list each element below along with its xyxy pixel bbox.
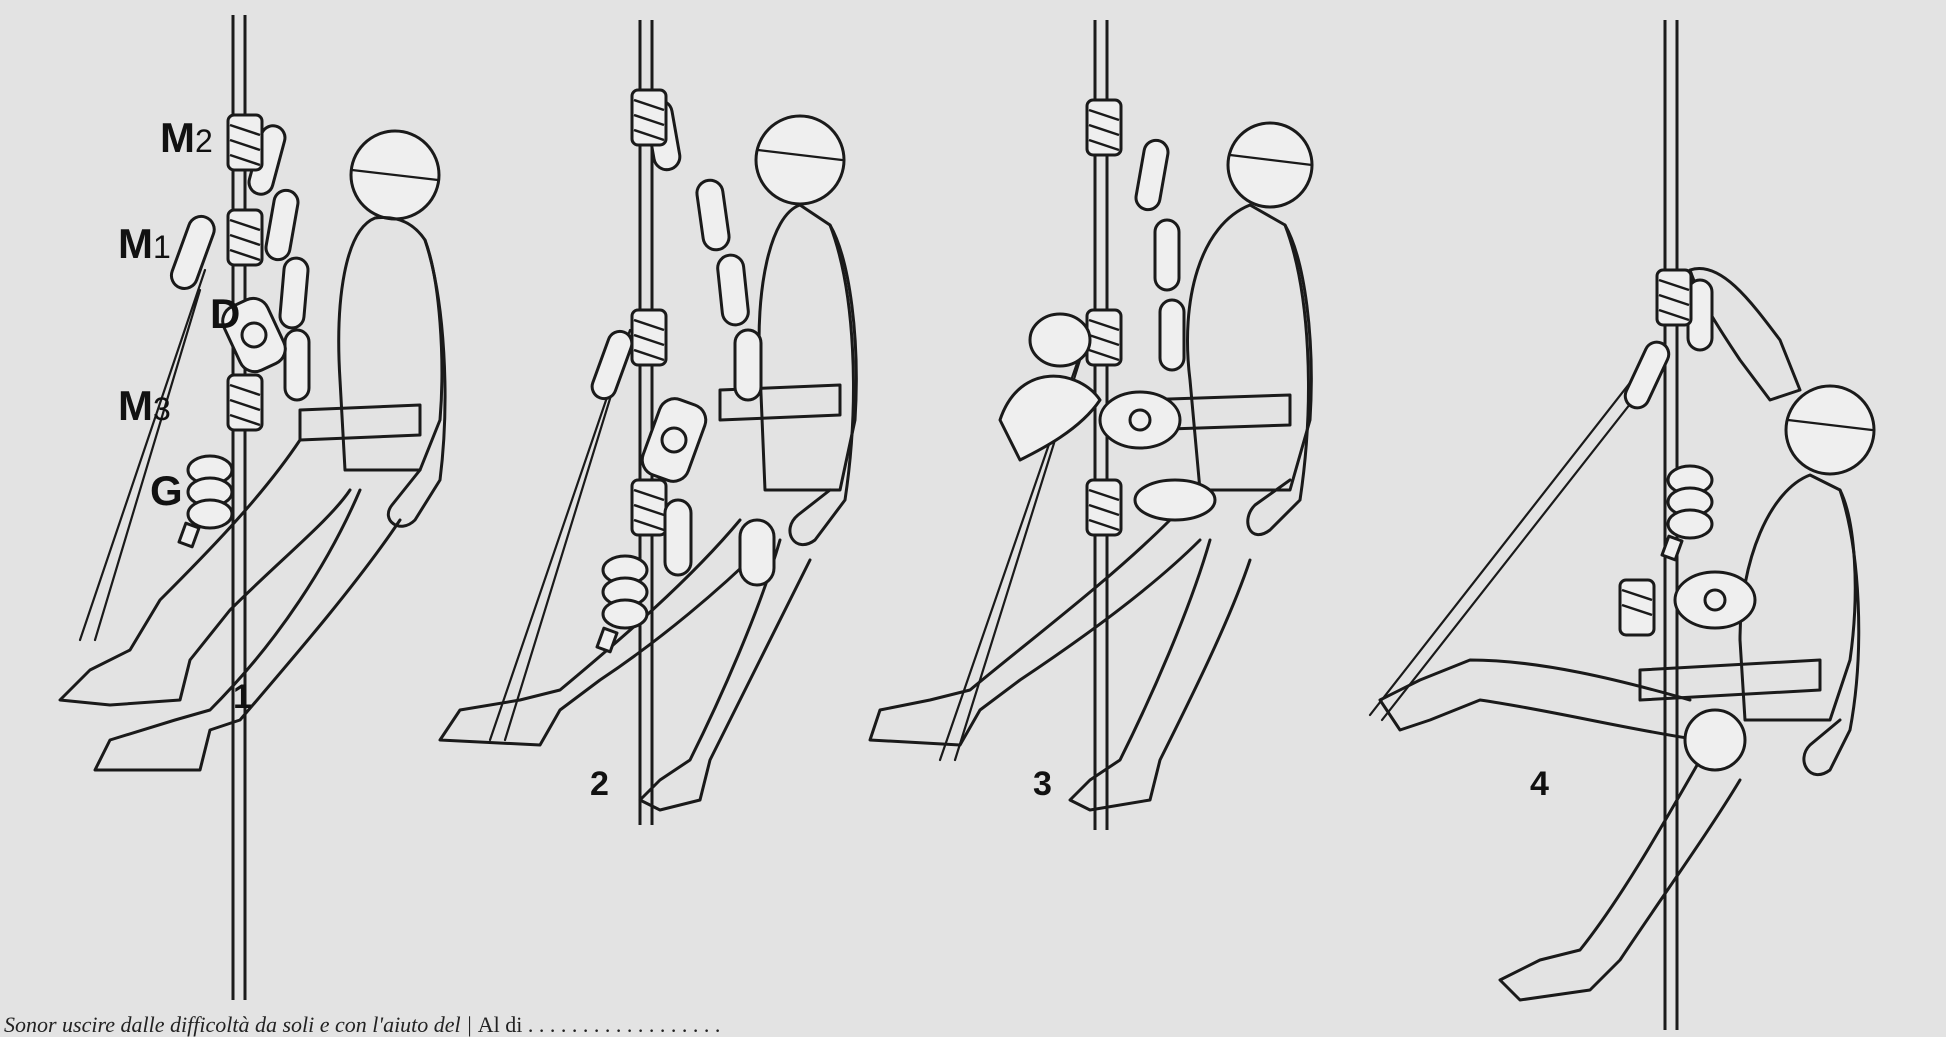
descender-3 bbox=[1000, 376, 1180, 460]
carabiner-chain-3 bbox=[1134, 138, 1184, 370]
knot-3-top bbox=[1087, 100, 1121, 155]
figure-number-2: 2 bbox=[590, 765, 609, 803]
arm-3 bbox=[1248, 225, 1309, 535]
torso-2 bbox=[759, 205, 856, 490]
figure-number-4: 4 bbox=[1530, 765, 1549, 803]
caption: Sonor uscire dalle difficoltà da soli e … bbox=[4, 1012, 1304, 1037]
figure-number-1: 1 bbox=[233, 678, 252, 716]
descender-2 bbox=[638, 394, 710, 486]
leg-3a bbox=[870, 520, 1200, 745]
caption-right: Al di . . . . . . . . . . . . . . . . . … bbox=[478, 1012, 721, 1037]
arm-4 bbox=[1804, 490, 1859, 775]
figure-1: M2 M1 D M3 G 1 bbox=[60, 15, 445, 1000]
leg-2b bbox=[640, 540, 810, 810]
torso-1 bbox=[339, 217, 442, 470]
label-d: D bbox=[210, 290, 240, 337]
knot-3-low bbox=[1087, 480, 1215, 535]
m2-knot bbox=[228, 115, 262, 170]
leg-3b bbox=[1070, 540, 1250, 810]
head-2 bbox=[756, 116, 844, 204]
figure-4: 4 bbox=[1370, 20, 1874, 1030]
foot-sling-1 bbox=[80, 270, 205, 640]
label-m1: M1 bbox=[118, 220, 171, 267]
label-m2: M2 bbox=[160, 114, 213, 161]
figure-2: 2 bbox=[440, 20, 856, 825]
head-4 bbox=[1786, 386, 1874, 474]
coil-4 bbox=[1662, 466, 1712, 560]
figure-number-3: 3 bbox=[1033, 765, 1052, 803]
m1-knot bbox=[168, 210, 262, 292]
label-m3: M3 bbox=[118, 382, 171, 429]
label-g: G bbox=[150, 467, 183, 514]
m3-knot bbox=[228, 375, 262, 430]
knot-2-top bbox=[632, 90, 666, 145]
knot-3-mid bbox=[1030, 310, 1121, 366]
knot-4-top bbox=[1657, 270, 1691, 325]
caption-left: Sonor uscire dalle difficoltà da soli e … bbox=[4, 1012, 461, 1037]
knot-2-mid bbox=[589, 310, 666, 402]
arm-1 bbox=[388, 240, 445, 526]
head-3 bbox=[1228, 123, 1312, 207]
figure-3: 3 bbox=[870, 20, 1312, 830]
caption-divider: | bbox=[466, 1012, 478, 1037]
foot-sling-4 bbox=[1370, 370, 1645, 720]
torso-4 bbox=[1740, 475, 1855, 720]
